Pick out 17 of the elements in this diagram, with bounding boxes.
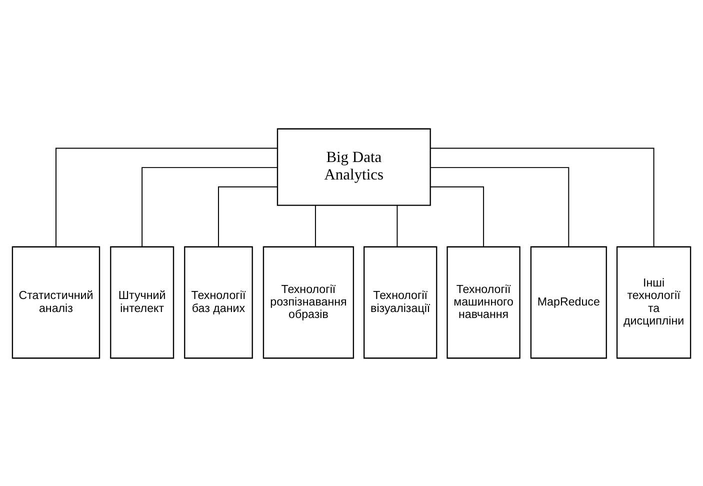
node-box: Технології баз даних — [184, 246, 253, 358]
node-box: Інші технології та дисципліни — [616, 246, 692, 358]
node-box: Технології машинного навчання — [446, 246, 520, 358]
connector — [56, 147, 278, 247]
connector — [430, 166, 570, 247]
node-box: MapReduce — [530, 246, 607, 358]
node-box: Технології візуалізації — [364, 246, 438, 358]
connector — [430, 147, 654, 247]
node-box: Штучний інтелект — [110, 246, 174, 358]
connector — [396, 204, 398, 247]
connector — [142, 166, 278, 247]
node-box: Технології розпізнавання образів — [262, 246, 354, 358]
connector — [430, 186, 484, 247]
connector — [314, 204, 316, 247]
node-box: Статистичний аналіз — [12, 246, 100, 358]
connector — [218, 186, 278, 247]
node-box: Big Data Analytics — [276, 128, 431, 206]
